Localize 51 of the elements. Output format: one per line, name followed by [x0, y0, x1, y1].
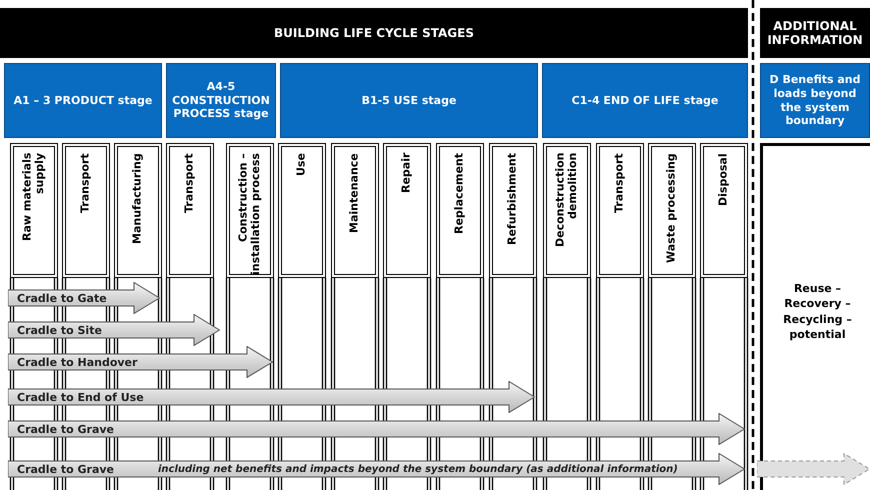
scope-banner: [8, 314, 220, 346]
module-column: [383, 143, 431, 278]
module-column: [62, 143, 110, 278]
column-label: Construction – installation process: [235, 153, 263, 277]
arrow-label: Cradle to Site: [17, 322, 102, 338]
module-column: [436, 143, 484, 278]
scope-banner: [8, 453, 745, 485]
module-column: [114, 143, 162, 278]
scope-banner: [757, 453, 870, 485]
stage-header: B1-5 USE stage: [280, 63, 538, 138]
column-label: Repair: [398, 153, 414, 196]
column-label: Raw materials supply: [19, 153, 47, 244]
column-label: Disposal: [716, 153, 731, 208]
column-label: Maintenance: [346, 153, 362, 235]
arrow-label: Cradle to Grave: [17, 422, 114, 438]
column-label: Manufacturing: [130, 153, 145, 246]
header-bar: BUILDING LIFE CYCLE STAGES: [0, 8, 748, 58]
module-column: [10, 143, 58, 278]
scope-banner: [8, 346, 273, 378]
module-column: [543, 143, 591, 278]
scope-banner: [8, 282, 160, 314]
stage-header: A4-5 CONSTRUCTION PROCESS stage: [166, 63, 276, 138]
scope-banner: [8, 413, 745, 445]
arrow-note: including net benefits and impacts beyond the system boundary (as additional information): [158, 462, 678, 476]
stage-header: D Benefits and loads beyond the system boundary: [760, 63, 870, 138]
module-column: [648, 143, 696, 278]
stage-header: C1-4 END OF LIFE stage: [542, 63, 748, 138]
module-column: [166, 143, 214, 278]
module-column: [700, 143, 748, 278]
column-label: Reuse – Recovery – Recycling – potential: [782, 281, 853, 343]
stage-header: A1 – 3 PRODUCT stage: [4, 63, 162, 138]
module-column: [331, 143, 379, 278]
arrow-label: Cradle to Grave: [17, 462, 114, 478]
arrow-label: Cradle to Handover: [17, 354, 138, 370]
column-label: Waste processing: [664, 153, 679, 265]
arrow-label: Cradle to End of Use: [17, 390, 144, 406]
module-column: [596, 143, 644, 278]
module-column: [489, 143, 537, 278]
module-column: [278, 143, 326, 278]
scope-banner: [8, 381, 535, 413]
column-label: Transport: [78, 153, 93, 215]
column-label: Replacement: [452, 153, 467, 236]
column-label: Use: [294, 153, 309, 178]
module-column: [760, 143, 870, 490]
arrow-label: Cradle to Gate: [17, 290, 107, 306]
header-bar: ADDITIONAL INFORMATION: [760, 8, 870, 58]
column-label: Refurbishment: [504, 153, 520, 248]
column-label: Deconstruction demolition: [552, 153, 580, 250]
column-label: Transport: [182, 153, 197, 215]
column-label: Transport: [612, 153, 627, 215]
module-column: [226, 143, 274, 278]
